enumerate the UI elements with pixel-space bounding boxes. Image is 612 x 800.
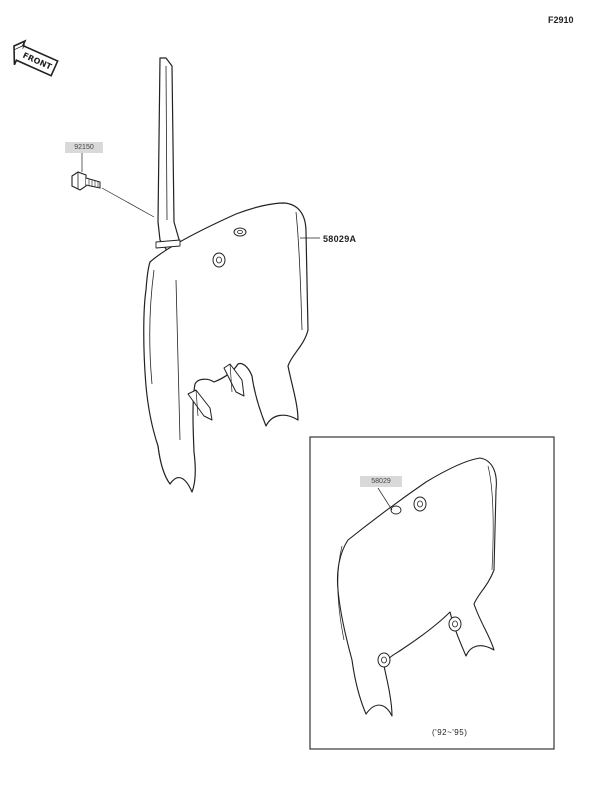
- bolt-part-number: 92150: [65, 142, 103, 153]
- figure-number: F2910: [548, 15, 574, 25]
- inset-plate-leader: [377, 487, 393, 511]
- inset-plate-part-number: 58029: [360, 476, 402, 487]
- front-arrow-icon: FRONT: [13, 39, 59, 77]
- inset-box: [309, 436, 555, 750]
- inset-years-label: ('92~'95): [432, 728, 468, 737]
- bolt-part: [71, 171, 101, 191]
- number-plate-part-number: 58029A: [323, 234, 357, 244]
- inset-number-plate-part: [336, 457, 497, 717]
- bolt-centerline: [101, 187, 155, 218]
- number-plate-part: [143, 57, 309, 493]
